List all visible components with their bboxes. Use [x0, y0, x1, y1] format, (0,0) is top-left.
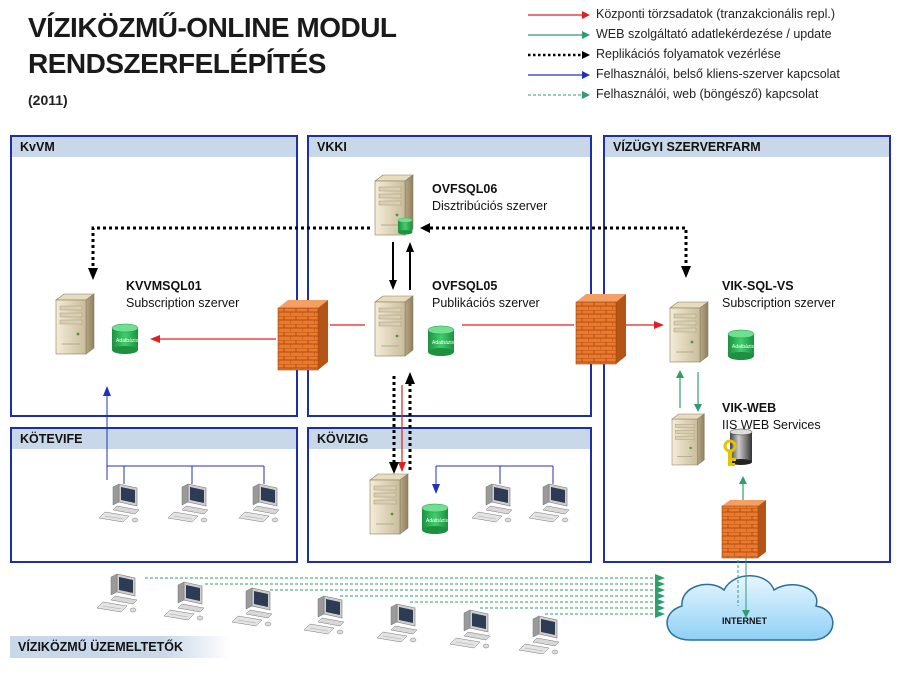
firewall-icon — [277, 300, 328, 371]
green-arrows-vik — [676, 370, 702, 412]
key-icon — [723, 439, 737, 466]
server-role: Subscription szerver — [126, 296, 240, 310]
year-label: (2011) — [28, 92, 68, 108]
zone-kvvm-header: KvVM — [12, 137, 296, 157]
legend-green-dashed-arrow-icon — [528, 91, 590, 99]
server-role: Disztribúciós szerver — [432, 199, 548, 213]
zone-kovizig: KÖVIZIG — [307, 427, 592, 563]
legend-label: WEB szolgáltató adatlekérdezése / update — [596, 27, 832, 41]
firewall-icon — [575, 294, 626, 365]
red-line-to-kovizig — [398, 385, 406, 472]
workstation-icon — [518, 615, 560, 655]
database-icon: Adatbázis — [111, 323, 138, 355]
operators-label: VÍZIKÖZMŰ ÜZEMELTETŐK — [10, 636, 230, 658]
legend-item-client-server: Felhasználói, belső kliens-szerver kapcs… — [528, 66, 898, 84]
workstation-icon — [303, 595, 345, 635]
server-label-ovfsql06: OVFSQL06 Disztribúciós szerver — [432, 181, 547, 215]
zone-kotevife-header: KÖTEVIFE — [12, 429, 296, 449]
server-name: VIK-SQL-VS — [722, 279, 794, 293]
legend-label: Felhasználói, web (böngésző) kapcsolat — [596, 87, 819, 101]
workstation-icon — [449, 609, 491, 649]
title-line-2: RENDSZERFELÉPÍTÉS — [28, 48, 326, 79]
legend-item-replication-control: Replikációs folyamatok vezérlése — [528, 46, 898, 64]
legend-label: Felhasználói, belső kliens-szerver kapcs… — [596, 67, 840, 81]
legend-item-central-data: Központi törzsadatok (tranzakcionális re… — [528, 6, 898, 24]
server-role: IIS WEB Services — [722, 418, 821, 432]
zone-kvvm: KvVM — [10, 135, 298, 417]
database-icon: Adatbázis — [727, 329, 754, 361]
internet-label: INTERNET — [722, 616, 768, 626]
database-label: Adatbázis — [116, 338, 138, 344]
legend-label: Központi törzsadatok (tranzakcionális re… — [596, 7, 836, 21]
server-icon — [374, 295, 414, 357]
black-arrows-06-05 — [389, 242, 414, 290]
database-label: Adatbázis — [732, 344, 754, 350]
workstation-icon — [238, 483, 280, 523]
server-icon — [669, 301, 709, 363]
server-icon — [671, 413, 705, 466]
server-name: KVVMSQL01 — [126, 279, 202, 293]
dotted-line-to-viksqlvs — [420, 223, 691, 278]
zone-kotevife: KÖTEVIFE — [10, 427, 298, 563]
workstation-icon — [471, 483, 513, 523]
legend-red-arrow-icon — [528, 11, 590, 19]
zone-vkki-header: VKKI — [309, 137, 590, 157]
title-line-1: VÍZIKÖZMŰ-ONLINE MODUL — [28, 12, 397, 43]
firewall-icon — [721, 500, 766, 559]
database-label: Adatbázis — [432, 340, 454, 346]
server-name: VIK-WEB — [722, 401, 777, 415]
server-name: OVFSQL05 — [432, 279, 498, 293]
database-icon — [397, 217, 413, 235]
blue-lines-kovizig — [432, 465, 554, 494]
red-line-to-viksqlvs — [462, 321, 664, 329]
database-icon: Adatbázis — [421, 503, 448, 535]
server-name: OVFSQL06 — [432, 182, 498, 196]
workstation-icon — [231, 587, 273, 627]
zone-kovizig-header: KÖVIZIG — [309, 429, 590, 449]
legend-label: Replikációs folyamatok vezérlése — [596, 47, 781, 61]
legend-green-arrow-icon — [528, 31, 590, 39]
workstation-icon — [167, 483, 209, 523]
legend-dotted-arrow-icon — [528, 51, 590, 59]
blue-lines-kotevife — [103, 386, 265, 484]
zone-farm-header: VÍZÜGYI SZERVERFARM — [605, 137, 889, 157]
red-line-to-kvvmsql01 — [150, 324, 365, 343]
workstation-icon — [98, 483, 140, 523]
server-label-kvvmsql01: KVVMSQL01 Subscription szerver — [126, 278, 239, 312]
server-icon — [369, 473, 409, 535]
server-role: Subscription szerver — [722, 296, 836, 310]
green-dashed-operators — [145, 574, 665, 618]
dotted-line-to-kovizig — [389, 372, 415, 474]
workstation-icon — [376, 603, 418, 643]
legend-item-web-browser: Felhasználói, web (böngésző) kapcsolat — [528, 86, 898, 104]
dotted-line-to-kvvmsql01 — [88, 226, 370, 280]
workstation-icon — [163, 581, 205, 621]
green-arrow-web — [739, 476, 747, 500]
workstation-icon — [528, 483, 570, 523]
server-label-ovfsql05: OVFSQL05 Publikációs szerver — [432, 278, 540, 312]
workstation-icon — [96, 573, 138, 613]
server-label-viksqlvs: VIK-SQL-VS Subscription szerver — [722, 278, 835, 312]
server-role: Publikációs szerver — [432, 296, 540, 310]
database-icon: Adatbázis — [427, 325, 454, 357]
legend-item-web-query: WEB szolgáltató adatlekérdezése / update — [528, 26, 898, 44]
legend-blue-arrow-icon — [528, 71, 590, 79]
server-label-vikweb: VIK-WEB IIS WEB Services — [722, 400, 821, 434]
database-label: Adatbázis — [426, 518, 448, 524]
zone-vkki: VKKI — [307, 135, 592, 417]
internet-cloud-icon: INTERNET — [666, 575, 834, 641]
server-icon — [55, 293, 95, 355]
web-services-icon — [729, 428, 753, 465]
